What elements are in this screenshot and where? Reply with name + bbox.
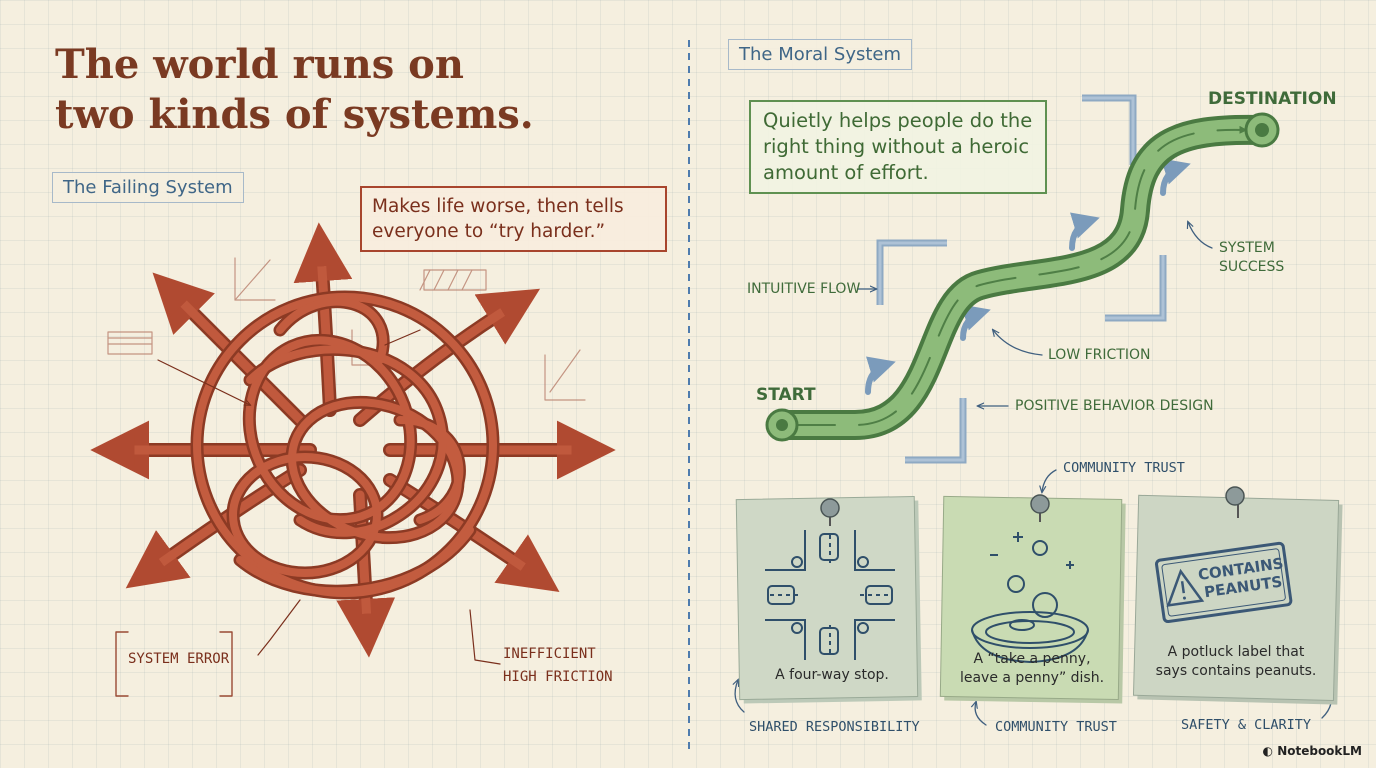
failing-system-tag: The Failing System <box>52 172 244 203</box>
brand-label: ◐ NotebookLM <box>1263 744 1362 758</box>
green-path-illustration <box>735 94 1332 726</box>
label-destination: DESTINATION <box>1208 89 1337 109</box>
card-four-way-stop <box>735 496 922 704</box>
label-system-success-2: SUCCESS <box>1219 259 1285 275</box>
card-penny-dish <box>939 494 1126 704</box>
label-intuitive-flow: INTUITIVE FLOW <box>747 281 861 297</box>
label-high-friction: HIGH FRICTION <box>503 669 613 685</box>
caption-shared-responsibility: SHARED RESPONSIBILITY <box>749 719 920 735</box>
tangled-arrows-illustration <box>90 222 616 697</box>
moral-callout-line-2: right thing without a heroic <box>763 135 1030 158</box>
brand-text: NotebookLM <box>1277 744 1362 758</box>
moral-callout-line-1: Quietly helps people do the <box>763 109 1033 132</box>
label-inefficient: INEFFICIENT <box>503 646 596 662</box>
label-low-friction: LOW FRICTION <box>1048 347 1151 363</box>
card-peanut-label <box>1132 486 1343 705</box>
warning-label-icon <box>1155 541 1293 624</box>
card-3-text: A potluck label that says contains peanu… <box>1140 643 1332 681</box>
cards-layer <box>735 486 1343 705</box>
label-system-success-1: SYSTEM <box>1219 240 1275 256</box>
failing-callout: Makes life worse, then tells everyone to… <box>360 186 667 252</box>
moral-callout-line-3: amount of effort. <box>763 161 929 184</box>
failing-callout-line-1: Makes life worse, then tells <box>372 196 624 217</box>
card-2-text-line-2: leave a penny” dish. <box>959 670 1105 686</box>
title-line-2: two kinds of systems. <box>55 91 534 138</box>
card-1-text: A four-way stop. <box>775 667 889 683</box>
card-3-text-line-1: A potluck label that <box>1167 644 1305 660</box>
penny-dish-icon <box>971 532 1089 664</box>
failing-callout-line-2: everyone to “try harder.” <box>372 221 606 242</box>
card-3-text-line-2: says contains peanuts. <box>1155 663 1317 679</box>
caption-safety-clarity: SAFETY & CLARITY <box>1181 717 1312 733</box>
card-2-text-line-1: A “take a penny, <box>973 651 1091 667</box>
label-positive-behavior: POSITIVE BEHAVIOR DESIGN <box>1015 398 1214 414</box>
label-start: START <box>756 385 816 405</box>
brand-logo-icon: ◐ <box>1262 744 1273 758</box>
moral-callout: Quietly helps people do the right thing … <box>749 100 1047 194</box>
label-community-trust-top: COMMUNITY TRUST <box>1063 460 1185 476</box>
page-title: The world runs on two kinds of systems. <box>55 40 615 140</box>
label-system-error: SYSTEM ERROR <box>128 651 230 667</box>
title-line-1: The world runs on <box>55 41 464 88</box>
moral-system-tag: The Moral System <box>728 39 913 70</box>
caption-community-trust: COMMUNITY TRUST <box>995 719 1117 735</box>
intersection-icon <box>765 530 895 660</box>
card-2-text: A “take a penny, leave a penny” dish. <box>946 650 1118 688</box>
